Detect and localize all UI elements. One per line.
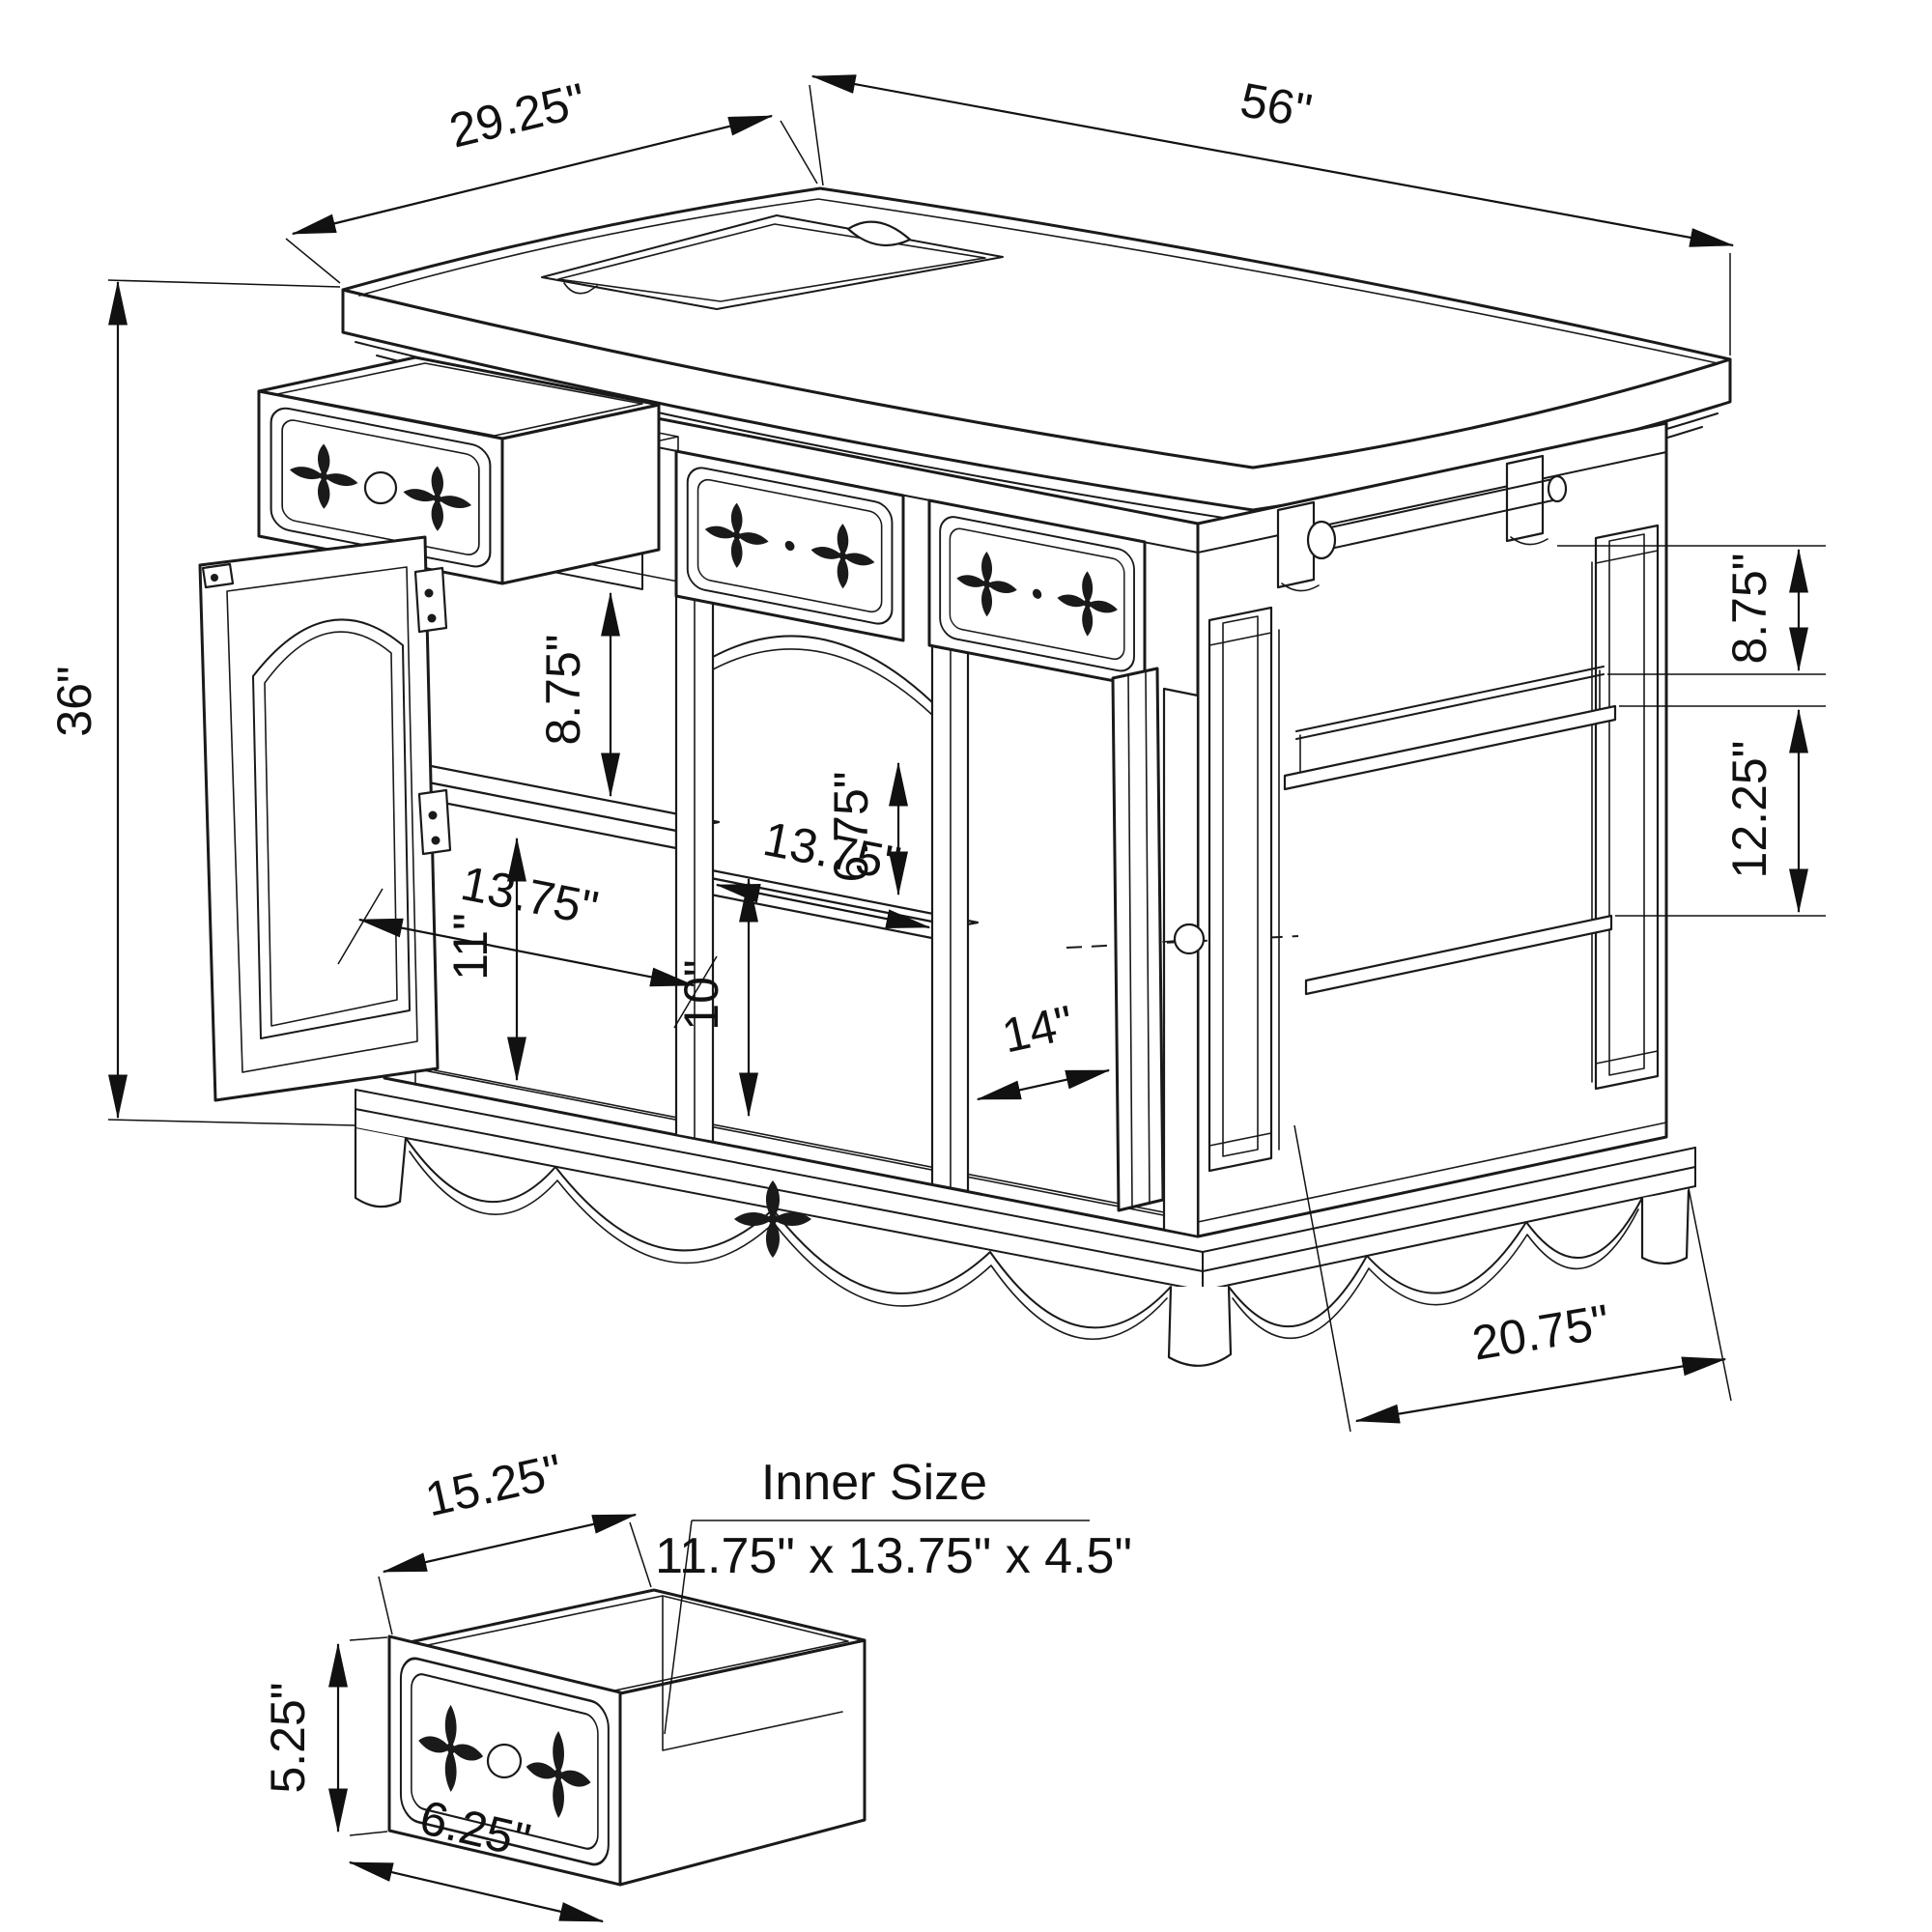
dim-label-top-depth: 29.25"	[444, 72, 591, 157]
drawer-left-open	[257, 355, 661, 585]
gallery-shelf	[1283, 666, 1617, 791]
pilaster-far	[1594, 524, 1660, 1091]
front-corner-post	[1162, 687, 1200, 1238]
drawer-middle	[674, 449, 905, 642]
dim-label-height: 36"	[47, 666, 101, 736]
kitchen-island-drawing	[198, 186, 1732, 1367]
drawer-knob	[363, 470, 398, 505]
dim-label-left-upper: 8.75"	[536, 634, 590, 745]
detail-note: Inner Size 11.75" x 13.75" x 4.5"	[655, 1455, 1132, 1735]
inner-size-title: Inner Size	[761, 1455, 987, 1511]
inner-size-value: 11.75" x 13.75" x 4.5"	[655, 1528, 1132, 1584]
dim-label-side-depth: 20.75"	[1468, 1294, 1613, 1371]
dim-label-top-width: 56"	[1236, 72, 1316, 138]
dim-label-mid-upper: 6.75"	[824, 771, 878, 882]
dim-mid-lower: 10"	[674, 877, 759, 1118]
detail-drawer-knob	[486, 1743, 523, 1779]
base-plinth	[355, 1089, 1696, 1292]
lower-stretcher	[1304, 914, 1613, 996]
right-end-face	[1208, 454, 1660, 1173]
dim-label-side-upper: 8.75"	[1722, 553, 1776, 664]
dim-label-mid-lower: 10"	[674, 959, 728, 1030]
dim-label-left-lower: 11"	[443, 913, 497, 980]
towel-bar	[1276, 454, 1568, 592]
foot-corner	[1167, 1286, 1233, 1367]
dim-drawer-height: 5.25"	[261, 1636, 388, 1836]
door-hinge-top	[413, 566, 448, 634]
dim-side-lower: 12.25"	[1722, 708, 1809, 914]
dim-label-side-lower: 12.25"	[1722, 741, 1776, 879]
door-knob	[1173, 923, 1206, 955]
dim-height: 36"	[47, 279, 356, 1126]
dim-label-drawer-width: 15.25"	[420, 1443, 567, 1526]
foot-right	[1640, 1189, 1690, 1265]
dim-side-upper: 8.75"	[1557, 545, 1826, 917]
dim-top-width: 56"	[809, 72, 1735, 355]
dim-left-upper: 8.75"	[536, 591, 621, 798]
foot-left	[354, 1128, 408, 1208]
detail-drawer-box	[387, 1588, 867, 1887]
door-hinge-bottom	[417, 788, 452, 856]
dimensions: 29.25" 56" 36" 8.75" 11" 13.75" 6.7	[47, 72, 1826, 1433]
scalloped-apron	[354, 1128, 1690, 1367]
pilaster-near	[1208, 606, 1273, 1173]
dim-mid-upper: 6.75"	[824, 761, 909, 896]
door-latch	[201, 562, 235, 589]
door-right-open	[1065, 667, 1299, 1212]
dim-label-drawer-height: 5.25"	[261, 1682, 315, 1793]
tray-notch	[563, 282, 598, 295]
door-left-open	[198, 535, 452, 1102]
drawer-detail-figure: Inner Size 11.75" x 13.75" x 4.5" 15.25"…	[261, 1443, 1132, 1923]
